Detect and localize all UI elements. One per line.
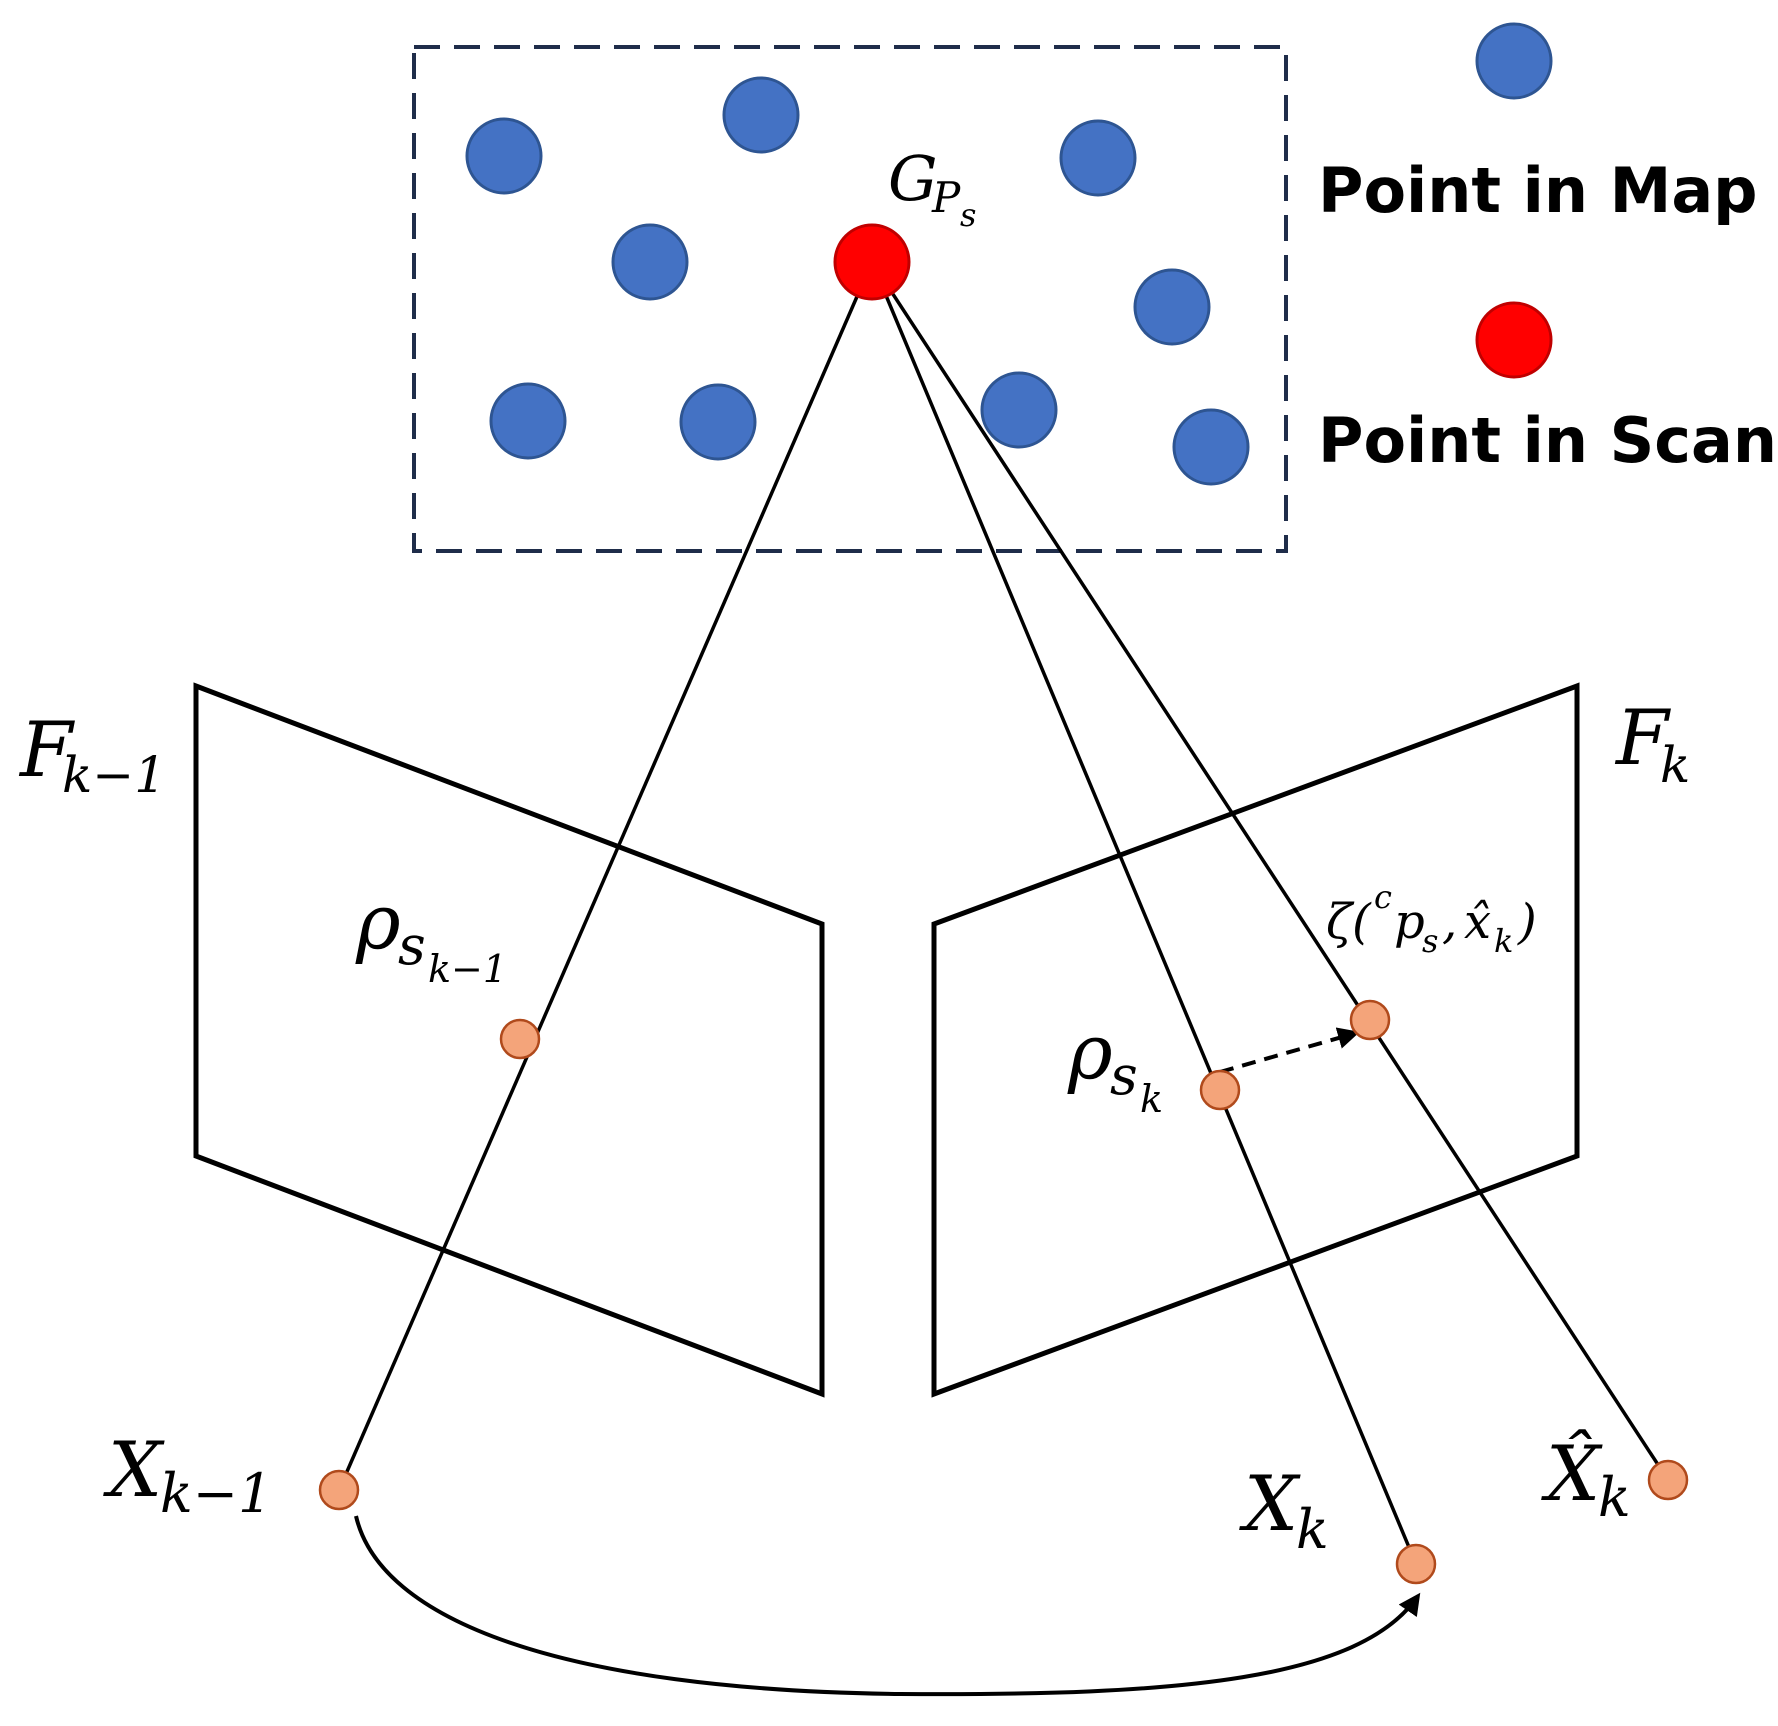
label-x-prev: X k−1 <box>103 1425 272 1525</box>
map-point <box>1133 268 1211 346</box>
svg-text:G: G <box>888 142 938 215</box>
legend-map-label: Point in Map <box>1318 154 1758 227</box>
map-point <box>1059 119 1137 197</box>
observation-rho-current <box>1199 1069 1241 1111</box>
label-x-hat: X̂ k <box>1541 1429 1631 1529</box>
label-frame-current: F k <box>1614 693 1690 794</box>
pose-x-prev <box>318 1469 360 1511</box>
svg-text:s: s <box>1422 922 1438 960</box>
svg-text:k−1: k−1 <box>428 947 507 991</box>
legend-scan-label: Point in Scan <box>1318 404 1777 477</box>
projection-arrow <box>1219 1027 1360 1074</box>
map-point <box>1172 408 1250 486</box>
label-rho-current: ρ s k <box>1067 1007 1163 1121</box>
map-point <box>611 223 689 301</box>
svg-text:k−1: k−1 <box>62 746 166 804</box>
pose-x-hat <box>1647 1459 1689 1501</box>
legend-scan-icon <box>1475 301 1553 379</box>
svg-text:c: c <box>1374 878 1392 916</box>
svg-text:k: k <box>1296 1498 1329 1561</box>
map-point <box>722 76 800 154</box>
observation-rho-prev <box>499 1018 541 1060</box>
svg-text:ρ: ρ <box>1067 1007 1113 1096</box>
map-point <box>980 371 1058 449</box>
frame-current <box>931 682 1580 1398</box>
label-scan-point: G P s <box>888 142 976 234</box>
ray-to-x-current <box>870 261 1418 1565</box>
svg-text:): ) <box>1517 894 1537 950</box>
motion-arrow <box>354 1515 1421 1697</box>
observation-zeta <box>1349 999 1391 1041</box>
svg-text:X: X <box>1239 1459 1301 1548</box>
svg-text:s: s <box>398 914 426 977</box>
svg-text:k: k <box>1660 736 1690 794</box>
svg-text:k: k <box>1598 1466 1631 1529</box>
map-point <box>679 383 757 461</box>
svg-text:k: k <box>1494 922 1513 960</box>
svg-text:F: F <box>1614 693 1671 782</box>
svg-text:ρ: ρ <box>355 877 401 966</box>
svg-text:,: , <box>1442 894 1457 950</box>
label-x-current: X k <box>1239 1459 1329 1561</box>
ray-to-x-hat <box>870 261 1670 1481</box>
svg-text:X̂: X̂ <box>1541 1429 1603 1518</box>
map-region-box <box>412 45 1288 553</box>
frame-prev <box>193 682 825 1398</box>
label-zeta: ζ( c p s , x̂ k ) <box>1326 878 1537 960</box>
svg-text:F: F <box>18 705 75 794</box>
scan-point <box>833 223 911 301</box>
map-point <box>465 117 543 195</box>
label-rho-prev: ρ s k−1 <box>355 877 507 991</box>
label-frame-prev: F k−1 <box>18 705 166 804</box>
map-points <box>465 76 1250 486</box>
svg-text:p: p <box>1394 894 1425 950</box>
svg-text:s: s <box>1110 1044 1138 1107</box>
svg-text:X: X <box>103 1425 165 1514</box>
svg-text:ζ(: ζ( <box>1326 894 1372 950</box>
map-point <box>489 382 567 460</box>
svg-text:k: k <box>1140 1077 1163 1121</box>
svg-text:s: s <box>960 196 976 234</box>
svg-text:k−1: k−1 <box>160 1462 272 1525</box>
svg-text:x̂: x̂ <box>1464 894 1491 950</box>
svg-text:P: P <box>931 173 961 222</box>
pose-x-current <box>1395 1543 1437 1585</box>
legend-map-icon <box>1475 22 1553 100</box>
ray-to-x-prev <box>337 261 874 1491</box>
